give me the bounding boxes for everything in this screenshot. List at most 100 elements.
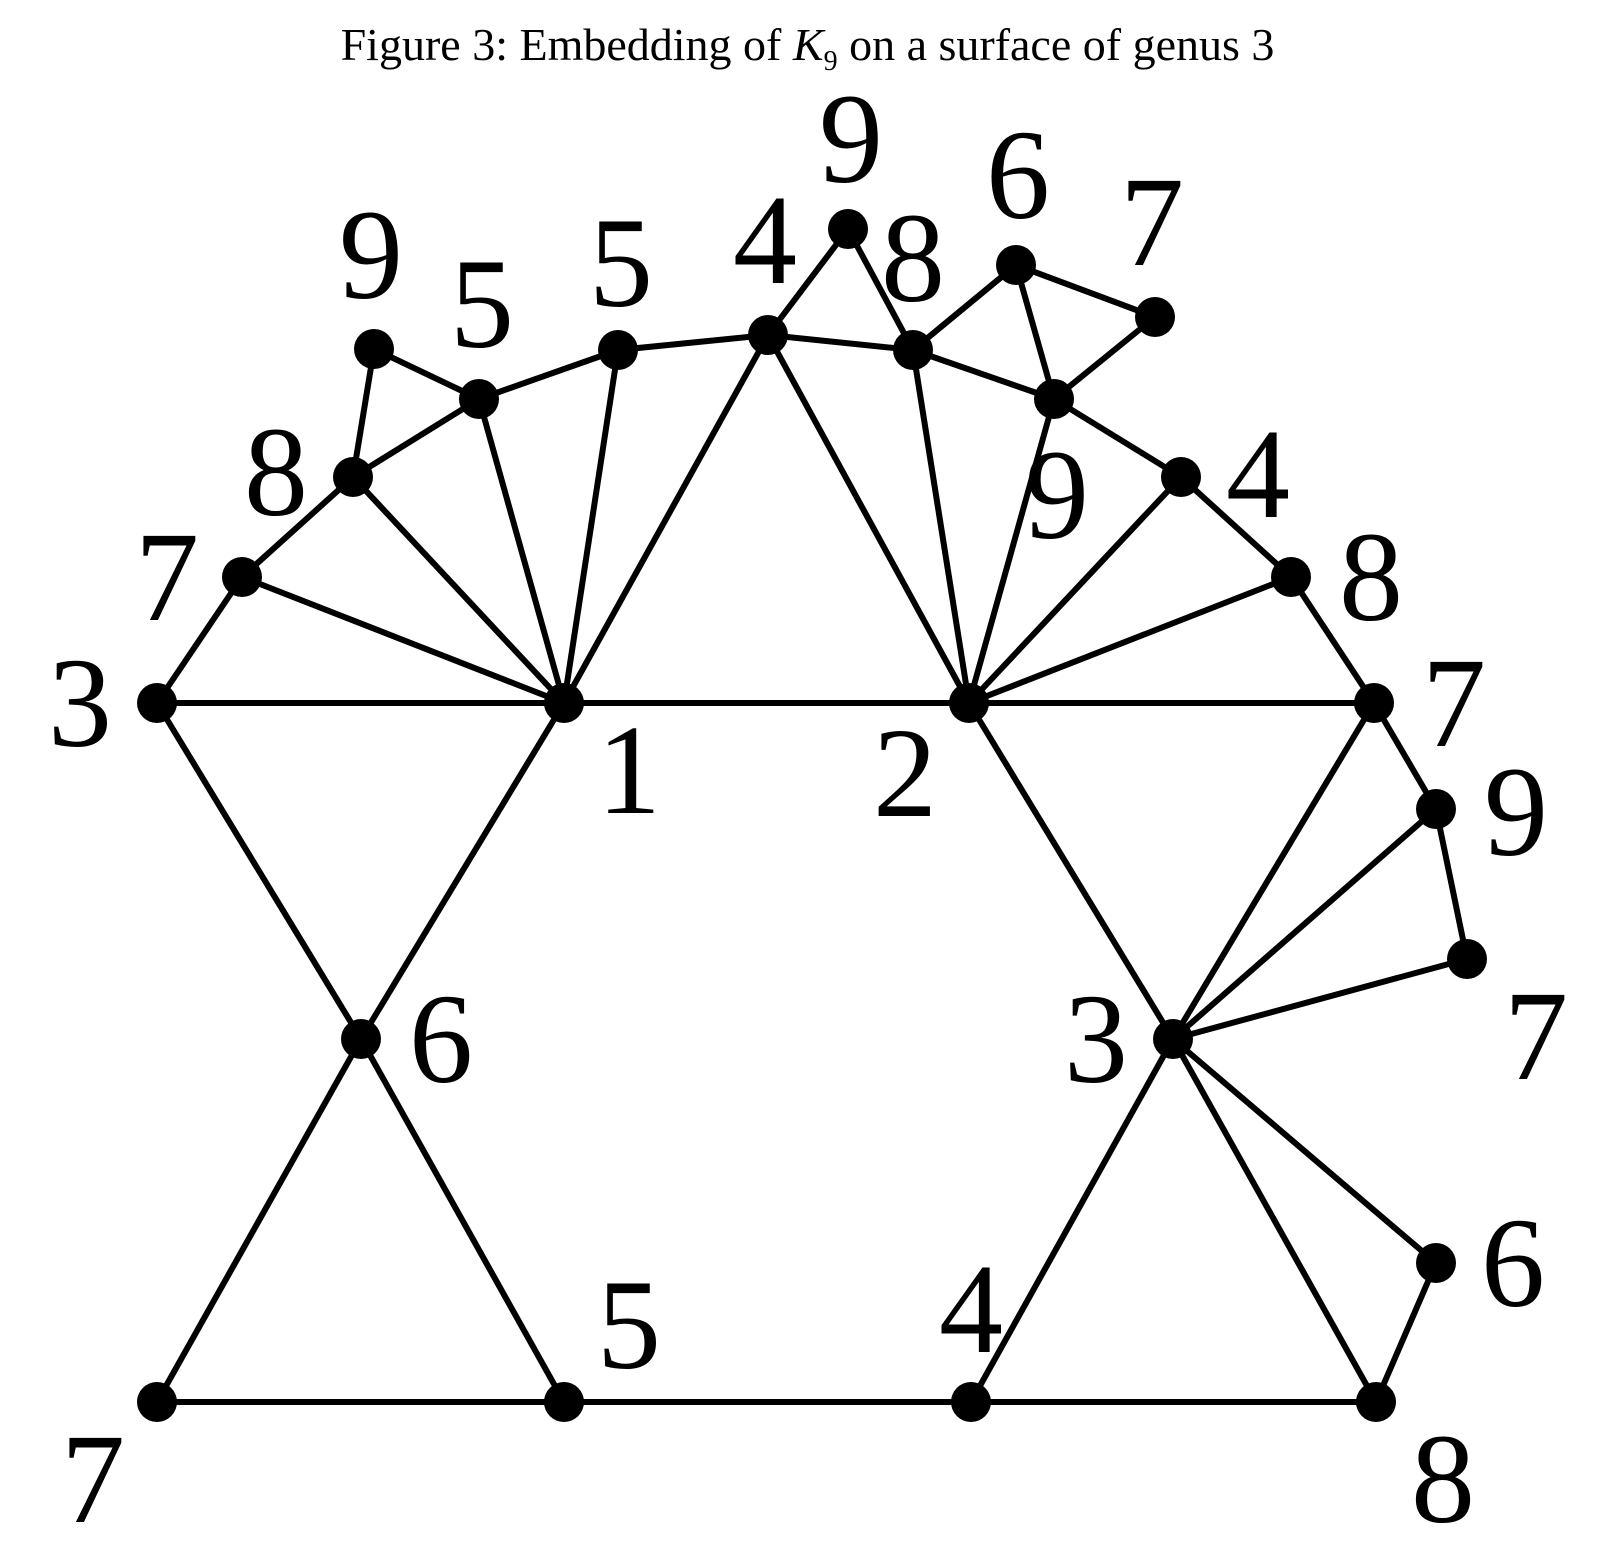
vertex-label: 7 xyxy=(1504,965,1568,1107)
vertex-label: 8 xyxy=(244,401,308,543)
edge-4-1 xyxy=(561,333,771,705)
edge-7-1 xyxy=(240,574,566,706)
caption-variable: K xyxy=(792,19,824,70)
vertex-9 xyxy=(354,329,394,369)
vertex-2 xyxy=(949,683,989,723)
vertex-7 xyxy=(1135,297,1175,337)
edge-8-2 xyxy=(910,349,972,704)
edge-9-4 xyxy=(1052,396,1183,480)
vertex-label: 7 xyxy=(1120,151,1184,293)
vertex-1 xyxy=(544,683,584,723)
vertex-label: 5 xyxy=(450,233,514,375)
vertex-9 xyxy=(828,209,868,249)
edge-9-7 xyxy=(1433,808,1470,960)
vertex-8 xyxy=(333,457,373,497)
vertex-7 xyxy=(137,1382,177,1422)
vertex-label: 4 xyxy=(1226,403,1290,545)
vertex-label: 3 xyxy=(48,632,112,774)
vertex-label: 8 xyxy=(881,187,945,329)
edge-5-5 xyxy=(478,347,619,402)
vertex-6 xyxy=(341,1019,381,1059)
vertex-5 xyxy=(459,379,499,419)
vertex-label: 6 xyxy=(1481,1192,1545,1334)
edge-4-9 xyxy=(765,227,851,337)
vertex-3 xyxy=(137,683,177,723)
vertex-label: 5 xyxy=(589,192,653,334)
vertex-7 xyxy=(1354,683,1394,723)
vertex-7 xyxy=(1447,939,1487,979)
vertex-label: 7 xyxy=(61,1408,125,1550)
edge-9-8 xyxy=(845,227,916,352)
edge-1-6 xyxy=(358,701,567,1041)
caption-suffix: on a surface of genus 3 xyxy=(837,19,1275,70)
vertex-9 xyxy=(1416,789,1456,829)
vertex-label: 9 xyxy=(819,68,883,210)
edge-9-2 xyxy=(966,398,1057,704)
edge-2-3 xyxy=(966,701,1176,1041)
edge-7-6 xyxy=(154,1037,364,1404)
vertex-3 xyxy=(1153,1019,1193,1059)
figure-caption: Figure 3: Embedding of K9 on a surface o… xyxy=(0,18,1615,78)
vertex-5 xyxy=(544,1382,584,1422)
vertex-6 xyxy=(1416,1243,1456,1283)
vertex-6 xyxy=(996,245,1036,285)
vertex-label: 6 xyxy=(409,968,473,1110)
edge-5-1 xyxy=(561,349,621,704)
edge-3-8 xyxy=(1170,1037,1379,1404)
edge-8-7 xyxy=(1288,575,1377,705)
vertex-label: 9 xyxy=(1025,424,1089,566)
caption-subscript: 9 xyxy=(823,46,838,78)
vertex-8 xyxy=(893,330,933,370)
edge-7-9 xyxy=(1371,701,1439,811)
edge-7-3 xyxy=(1172,956,1468,1042)
edge-6-5 xyxy=(358,1037,567,1404)
vertex-label: 6 xyxy=(986,104,1050,246)
edge-4-2 xyxy=(765,333,972,705)
edge-3-4 xyxy=(968,1037,1176,1404)
edge-9-3 xyxy=(1171,806,1438,1042)
edge-5-1 xyxy=(476,398,567,704)
vertex-5 xyxy=(598,330,638,370)
edge-7-8 xyxy=(239,474,356,580)
edge-7-3 xyxy=(1170,701,1377,1041)
vertex-9 xyxy=(1034,379,1074,419)
vertices xyxy=(137,209,1487,1422)
edge-6-7 xyxy=(1014,262,1157,320)
vertex-4 xyxy=(951,1382,991,1422)
vertex-label: 2 xyxy=(873,702,937,844)
vertex-label: 1 xyxy=(597,699,661,841)
edge-8-9 xyxy=(350,348,377,478)
vertex-label: 3 xyxy=(1064,968,1128,1110)
edge-8-5 xyxy=(351,396,481,480)
edge-4-2 xyxy=(966,474,1184,706)
vertex-label: 4 xyxy=(733,169,797,311)
vertex-8 xyxy=(1271,557,1311,597)
edge-4-8 xyxy=(767,332,914,353)
edge-6-9 xyxy=(1013,264,1057,400)
vertex-label: 4 xyxy=(939,1238,1003,1380)
caption-prefix: Figure 3: Embedding of xyxy=(340,19,793,70)
vertex-8 xyxy=(1356,1382,1396,1422)
edge-4-8 xyxy=(1178,474,1294,580)
vertex-label: 8 xyxy=(1339,506,1403,648)
edge-3-6 xyxy=(1171,1036,1438,1266)
edge-8-1 xyxy=(350,474,567,706)
vertex-label: 9 xyxy=(339,184,403,326)
edge-3-6 xyxy=(154,701,364,1041)
vertex-label: 7 xyxy=(1422,632,1486,774)
edge-8-6 xyxy=(911,262,1018,353)
vertex-4 xyxy=(748,315,788,355)
vertex-label: 5 xyxy=(597,1254,661,1396)
edge-7-9 xyxy=(1052,314,1157,402)
edge-3-7 xyxy=(154,575,245,705)
vertex-7 xyxy=(222,557,262,597)
vertex-label: 9 xyxy=(1484,741,1548,883)
vertex-label: 7 xyxy=(135,506,199,648)
edge-8-9 xyxy=(912,347,1055,402)
edge-5-4 xyxy=(617,332,769,353)
edge-8-2 xyxy=(967,574,1293,706)
vertex-4 xyxy=(1161,457,1201,497)
edges xyxy=(154,227,1470,1405)
